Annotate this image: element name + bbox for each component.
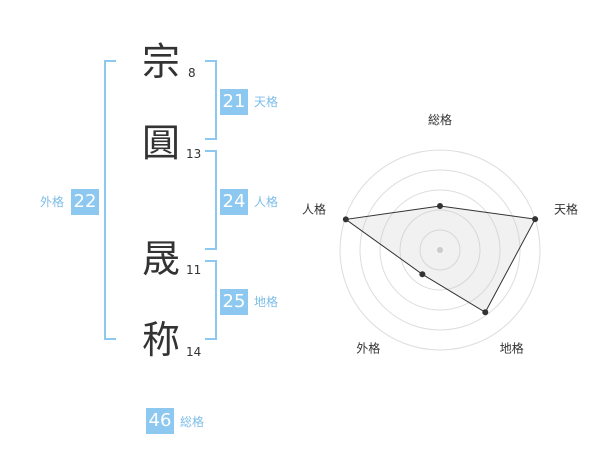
chikaku-bracket <box>205 260 217 340</box>
grid-ring <box>419 229 461 271</box>
name-char-3: 晟 <box>142 237 181 281</box>
stroke-count-3: 11 <box>186 263 202 277</box>
soukaku-value: 46 <box>146 408 174 434</box>
grid-ring <box>399 209 481 291</box>
gaikaku-bracket <box>104 60 116 340</box>
grid-ring <box>339 149 541 351</box>
data-point-2 <box>532 216 539 223</box>
chikaku-value: 25 <box>220 289 248 315</box>
data-point-1 <box>437 203 443 209</box>
axis-label-5: 人格 <box>302 201 326 216</box>
soukaku-label: 総格 <box>180 415 205 429</box>
grid-ring <box>379 189 501 311</box>
center-point <box>437 247 443 253</box>
tenkaku-label: 天格 <box>254 95 279 109</box>
jinkaku-label: 人格 <box>254 195 279 209</box>
axis-label-3: 地格 <box>500 341 524 356</box>
data-point-5 <box>342 216 349 223</box>
name-char-1: 宗 <box>142 40 181 84</box>
jinkaku-bracket <box>205 150 217 250</box>
name-char-2: 圓 <box>142 121 181 165</box>
jinkaku-value: 24 <box>220 189 248 215</box>
grid-ring <box>359 169 521 331</box>
name-char-4: 称 <box>142 318 181 362</box>
axis-label-1: 総格 <box>428 112 452 127</box>
chikaku-label: 地格 <box>254 295 279 309</box>
stroke-count-1: 8 <box>188 66 196 80</box>
data-point-4 <box>419 271 426 278</box>
axis-label-4: 外格 <box>356 341 380 356</box>
stroke-count-2: 13 <box>186 147 202 161</box>
axis-label-2: 天格 <box>554 201 578 216</box>
stroke-count-4: 14 <box>186 345 202 359</box>
data-point-3 <box>482 309 489 316</box>
gaikaku-label: 外格 <box>40 195 65 209</box>
tenkaku-bracket <box>205 60 217 140</box>
tenkaku-value: 21 <box>220 89 248 115</box>
gaikaku-value: 22 <box>71 189 99 215</box>
radar-polygon <box>344 205 536 313</box>
